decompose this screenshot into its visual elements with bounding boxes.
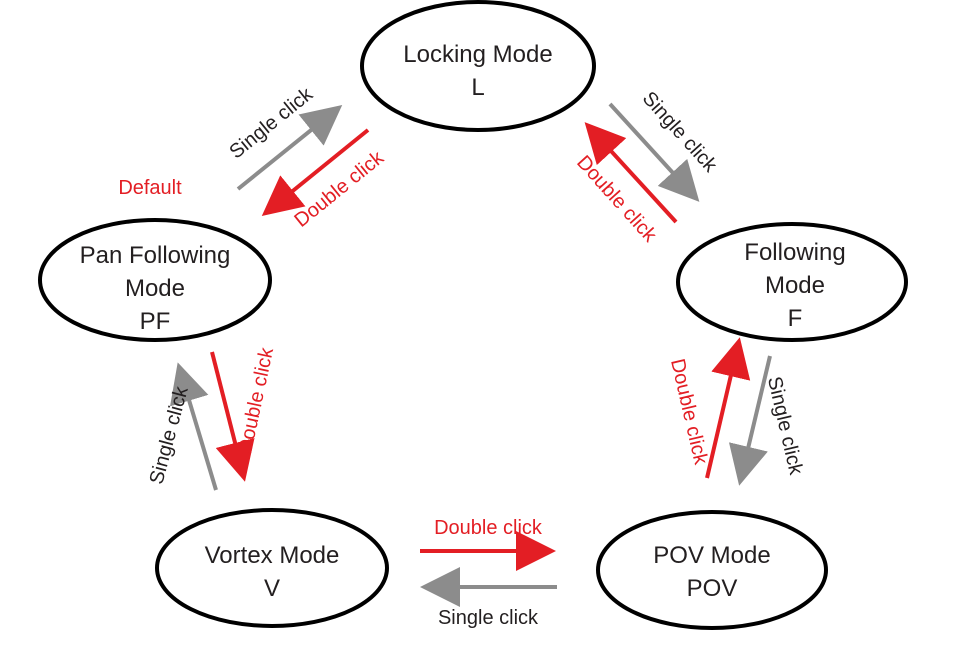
label-f-to-l: Double click xyxy=(572,152,661,248)
label-pf-to-l: Single click xyxy=(225,83,317,164)
node-pov-mode: POV Mode POV xyxy=(596,510,828,630)
label-l-to-f: Single click xyxy=(638,87,722,177)
node-following-mode: Following Mode F xyxy=(676,222,908,342)
label-pov-to-v: Single click xyxy=(438,607,539,629)
label-l-to-pf: Double click xyxy=(290,146,388,232)
vortex-mode-code: V xyxy=(264,575,280,602)
default-label: Default xyxy=(118,177,182,199)
following-title-2: Mode xyxy=(765,272,825,299)
locking-mode-code: L xyxy=(471,74,484,101)
locking-mode-title: Locking Mode xyxy=(403,41,552,68)
vortex-mode-title: Vortex Mode xyxy=(205,542,340,569)
following-code: F xyxy=(788,305,803,332)
pan-following-title: Pan Following xyxy=(80,242,231,269)
label-v-to-pov: Double click xyxy=(434,517,543,539)
pov-mode-code: POV xyxy=(687,575,738,602)
arrow-v-to-pf xyxy=(170,362,218,491)
pan-following-code: PF xyxy=(140,308,171,335)
arrow-pf-to-l xyxy=(236,104,343,191)
label-pf-to-v: Double click xyxy=(234,345,278,456)
arrow-f-to-l xyxy=(584,122,678,224)
arrow-l-to-pf xyxy=(261,128,370,217)
node-locking-mode: Locking Mode L xyxy=(360,0,596,132)
label-f-to-pov: Single click xyxy=(763,374,807,477)
following-title: Following xyxy=(744,239,845,266)
arrow-l-to-f xyxy=(608,102,700,202)
label-v-to-pf: Single click xyxy=(146,383,193,486)
pan-following-title-2: Mode xyxy=(125,275,185,302)
arrow-pov-to-f xyxy=(705,337,751,479)
node-pan-following-mode: Pan Following Mode PF xyxy=(38,218,272,342)
label-pov-to-f: Double click xyxy=(666,357,712,468)
node-vortex-mode: Vortex Mode V xyxy=(155,508,389,628)
arrow-f-to-pov xyxy=(728,355,772,486)
pov-mode-title: POV Mode xyxy=(653,542,770,569)
arrow-pf-to-v xyxy=(210,351,255,482)
